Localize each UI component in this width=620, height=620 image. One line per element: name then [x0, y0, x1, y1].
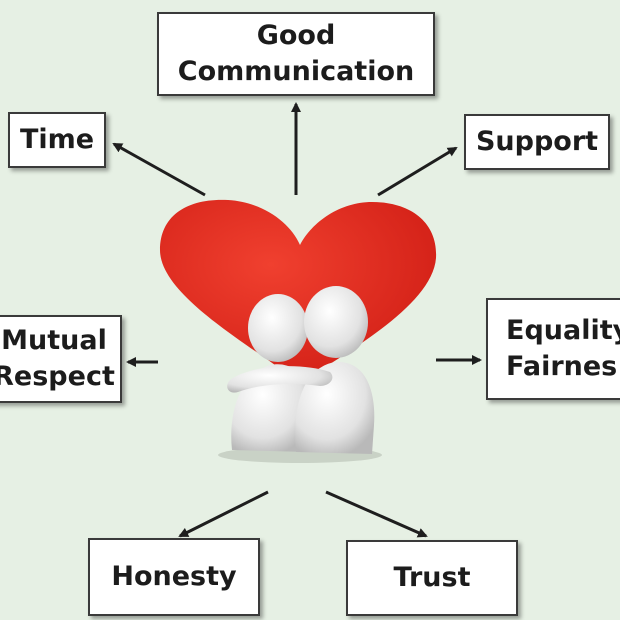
mutual-respect-box: Mutual Respect [0, 315, 122, 403]
couple-figure-icon [218, 286, 382, 463]
good-communication-label: Good Communication [177, 20, 415, 87]
good-communication-box: Good Communication [157, 12, 435, 96]
arrow-to-honesty [178, 490, 269, 538]
arrow-to-time [112, 142, 206, 197]
equality-fairness-box: Equality Fairnes [486, 298, 620, 400]
time-box: Time [8, 112, 106, 168]
honesty-label: Honesty [111, 561, 237, 592]
time-label: Time [19, 124, 95, 155]
heart-icon [160, 199, 437, 385]
support-label: Support [475, 126, 599, 157]
trust-box: Trust [346, 540, 518, 616]
arrow-to-trust [325, 490, 428, 538]
support-box: Support [464, 114, 610, 170]
trust-label: Trust [393, 562, 471, 593]
equality-fairness-label: Equality Fairnes [506, 315, 620, 382]
arrow-to-support [377, 146, 458, 197]
honesty-box: Honesty [88, 538, 260, 616]
mutual-respect-label: Mutual Respect [0, 325, 115, 392]
